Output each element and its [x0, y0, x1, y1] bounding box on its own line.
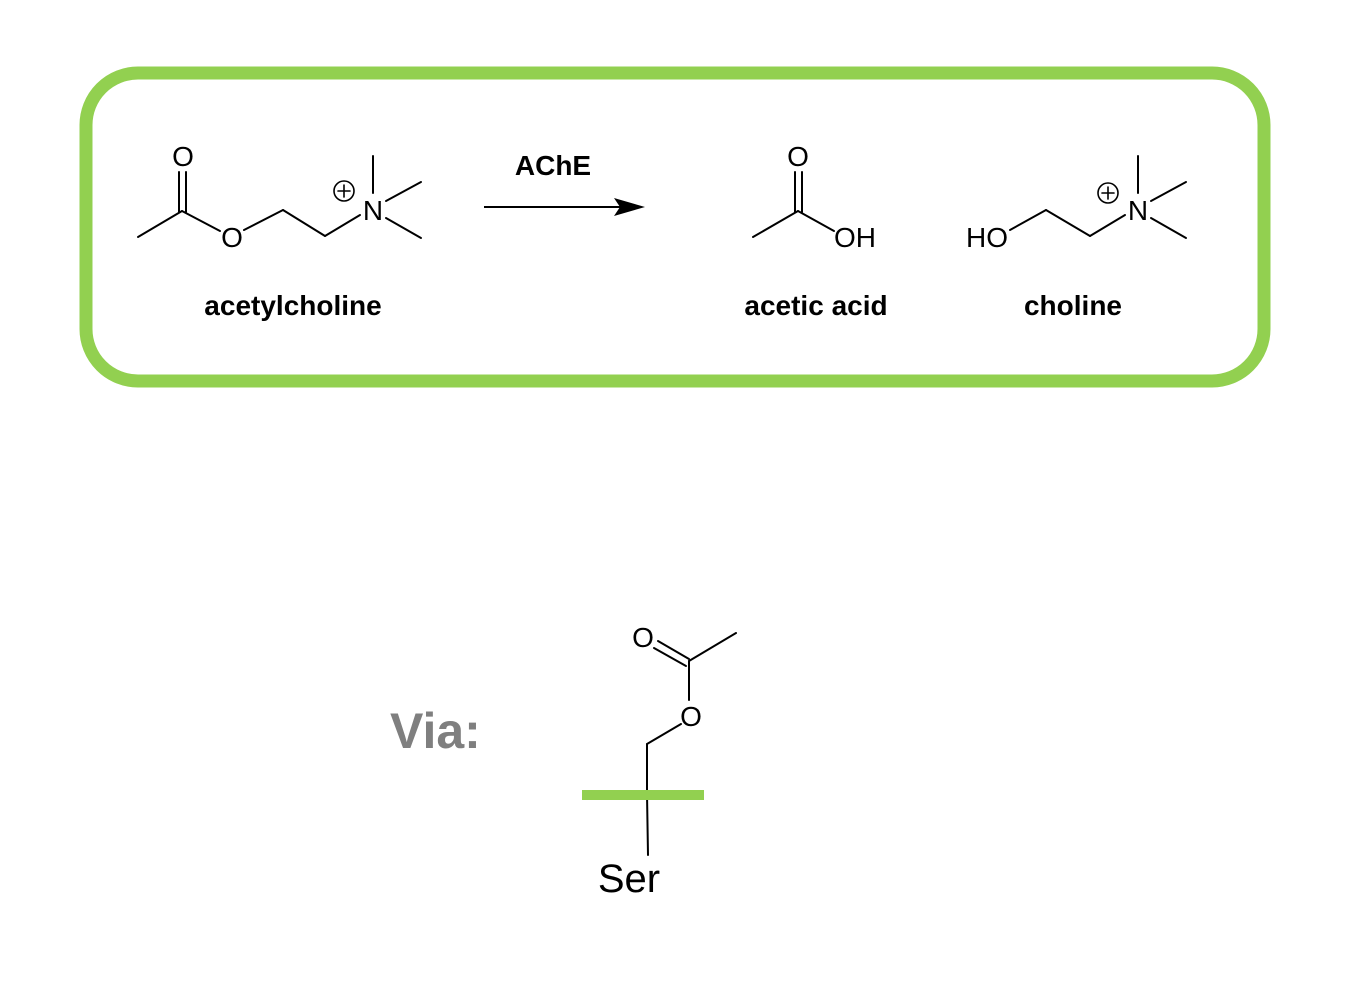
choline-structure: HO N	[966, 155, 1187, 253]
acetic-acid-carbonyl-oxygen: O	[787, 141, 809, 172]
acetic-acid-label: acetic acid	[744, 290, 887, 321]
reaction-frame	[79, 66, 1271, 388]
acetylcholine-structure: O O N	[137, 141, 422, 253]
acetic-acid-hydroxyl: OH	[834, 222, 876, 253]
acetylcholine-positive-charge	[333, 180, 355, 202]
acetic-acid-structure: O OH	[752, 141, 876, 253]
acetylcholine-label: acetylcholine	[204, 290, 381, 321]
via-label: Via:	[390, 703, 481, 759]
acetylcholine-nitrogen: N	[363, 195, 383, 226]
choline-positive-charge	[1097, 182, 1119, 204]
acetylcholine-carbonyl-oxygen: O	[172, 141, 194, 172]
choline-nitrogen: N	[1128, 195, 1148, 226]
choline-hydroxyl: HO	[966, 222, 1008, 253]
intermediate-carbonyl-oxygen: O	[632, 622, 654, 653]
serine-residue-label: Ser	[598, 857, 660, 901]
acetylcholine-ester-oxygen: O	[221, 222, 243, 253]
reaction-arrow	[484, 198, 645, 216]
acyl-serine-intermediate-structure: O O	[582, 622, 737, 856]
enzyme-label: AChE	[515, 150, 591, 181]
choline-label: choline	[1024, 290, 1122, 321]
intermediate-ester-oxygen: O	[680, 701, 702, 732]
